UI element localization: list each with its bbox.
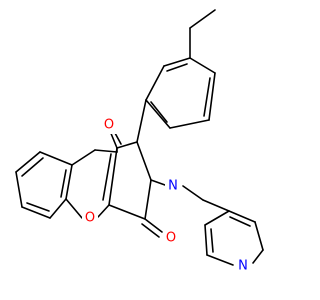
pyridine-nitrogen-label: N bbox=[238, 259, 248, 274]
ethyl-group bbox=[189, 9, 216, 59]
phenyl-ring bbox=[145, 57, 216, 129]
n-methylene-linker bbox=[150, 179, 230, 212]
atom-labels: O O O N N bbox=[82, 116, 251, 275]
lactam-ring bbox=[102, 141, 152, 220]
lactam-carbonyl bbox=[141, 218, 163, 238]
structure-diagram: O O O N N bbox=[15, 9, 264, 275]
ketone-oxygen-label: O bbox=[104, 118, 114, 133]
lactam-nitrogen-label: N bbox=[168, 179, 178, 194]
aryl-bond bbox=[136, 99, 147, 143]
benzo-ring bbox=[15, 151, 73, 219]
molecule-canvas: O O O N N bbox=[15, 9, 264, 275]
pyridine-ring bbox=[204, 210, 264, 266]
ring-oxygen-label: O bbox=[85, 211, 95, 226]
lactam-oxygen-label: O bbox=[166, 231, 176, 246]
pyranone-ring bbox=[65, 147, 118, 219]
